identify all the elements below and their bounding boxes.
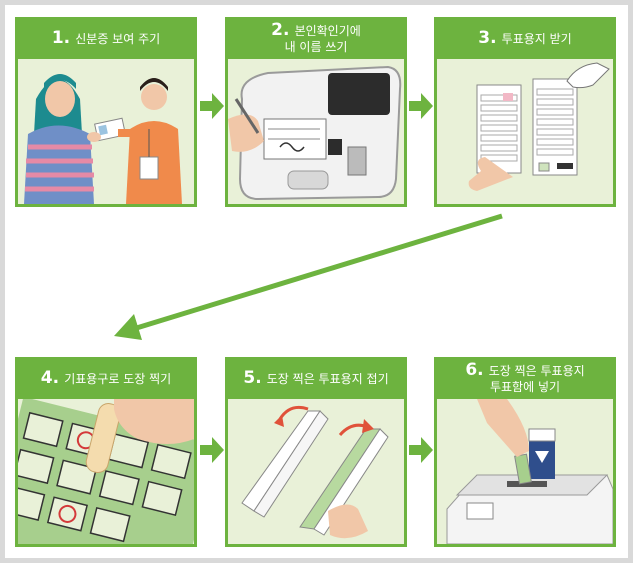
step-2-header: 2. 본인확인기에 내 이름 쓰기: [225, 17, 407, 59]
step-6-label-line2: 투표함에 넣기: [489, 379, 561, 394]
step-4-header: 4. 기표용구로 도장 찍기: [15, 357, 197, 399]
step-card-6: 6. 도장 찍은 투표용지 투표함에 넣기: [434, 357, 616, 547]
show-id-illustration: [18, 59, 194, 204]
arrow-right-icon: [200, 437, 224, 463]
step-6-label-line1: 도장 찍은 투표용지: [488, 363, 585, 378]
step-card-5: 5. 도장 찍은 투표용지 접기: [225, 357, 407, 547]
arrow-right-icon: [200, 93, 224, 119]
step-4-number: 4.: [40, 367, 60, 388]
step-card-4: 4. 기표용구로 도장 찍기: [15, 357, 197, 547]
step-2-label-line1: 본인확인기에: [294, 23, 361, 38]
ballot-box-illustration: [437, 399, 613, 544]
steps-panel: 1. 신분증 보여 주기: [5, 5, 628, 558]
fold-ballot-illustration: [228, 399, 404, 544]
step-card-2: 2. 본인확인기에 내 이름 쓰기: [225, 17, 407, 207]
step-5-header: 5. 도장 찍은 투표용지 접기: [225, 357, 407, 399]
step-3-number: 3.: [478, 27, 497, 48]
step-2-number: 2.: [271, 19, 290, 40]
step-4-label: 기표용구로 도장 찍기: [64, 371, 172, 386]
step-6-header: 6. 도장 찍은 투표용지 투표함에 넣기: [434, 357, 616, 399]
step-3-header: 3. 투표용지 받기: [434, 17, 616, 59]
step-1-label: 신분증 보여 주기: [75, 31, 161, 46]
step-5-number: 5.: [243, 367, 262, 388]
step-6-number: 6.: [465, 359, 484, 380]
step-1-header: 1. 신분증 보여 주기: [15, 17, 197, 59]
arrow-diagonal-icon: [114, 213, 503, 340]
step-3-label: 투표용지 받기: [501, 31, 572, 46]
stamp-ballot-illustration: [18, 399, 194, 544]
identity-verifier-illustration: [228, 59, 404, 204]
step-1-number: 1.: [51, 27, 71, 48]
step-card-1: 1. 신분증 보여 주기: [15, 17, 197, 207]
arrow-right-icon: [409, 93, 433, 119]
arrow-right-icon: [409, 437, 433, 463]
step-card-3: 3. 투표용지 받기: [434, 17, 616, 207]
step-5-label: 도장 찍은 투표용지 접기: [266, 371, 389, 386]
receive-ballot-illustration: [437, 59, 613, 204]
step-2-label-line2: 내 이름 쓰기: [284, 39, 348, 54]
